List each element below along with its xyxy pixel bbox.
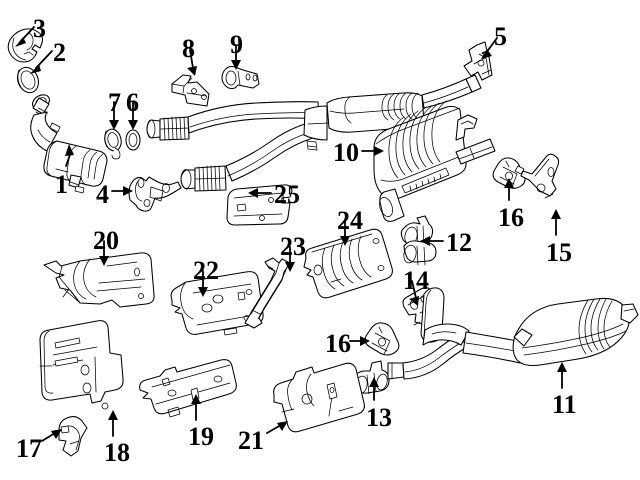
- part-12-clamp: [400, 215, 437, 266]
- part-11-rear-muffler-assembly: [387, 287, 639, 380]
- callout-label-22: 22: [193, 256, 219, 285]
- callout-label-4: 4: [96, 180, 109, 209]
- callout-leaders: [15, 26, 567, 442]
- part-8-bracket: [171, 74, 210, 107]
- part-20-heat-shield: [43, 252, 155, 308]
- callout-label-13: 13: [366, 403, 392, 432]
- callout-label-14: 14: [403, 266, 429, 295]
- part-4-bracket: [128, 176, 182, 212]
- part-17-heat-shield-small: [58, 416, 88, 457]
- callout-label-8: 8: [182, 34, 195, 63]
- callout-label-19: 19: [188, 422, 214, 451]
- callout-label-25: 25: [274, 180, 300, 209]
- callout-label-24: 24: [337, 206, 363, 235]
- callout-label-2: 2: [53, 38, 66, 67]
- callout-label-7: 7: [108, 88, 121, 117]
- part-24-heat-shield: [303, 228, 393, 299]
- callout-label-5: 5: [494, 22, 507, 51]
- part-5-hanger-bracket: [463, 41, 493, 81]
- callout-label-11: 11: [552, 390, 577, 419]
- part-7-clamp: [104, 128, 122, 160]
- callout-label-18: 18: [104, 438, 130, 467]
- callout-label-16b: 16: [325, 329, 351, 358]
- callout-label-17: 17: [16, 434, 42, 463]
- part-22-heat-shield: [170, 271, 264, 336]
- part-16-rubber-mount-right: [492, 157, 526, 189]
- part-6-seal-ring: [125, 129, 141, 151]
- part-21-heat-shield: [273, 362, 365, 433]
- part-10-center-muffler: [373, 100, 496, 222]
- callout-label-10: 10: [333, 138, 359, 167]
- part-23-heat-shield-rail: [244, 257, 291, 329]
- part-15-hanger-bracket: [514, 153, 560, 199]
- part-18-heat-shield: [39, 320, 124, 410]
- part-2-seal-ring: [17, 66, 39, 94]
- callout-label-1: 1: [55, 170, 68, 199]
- callout-label-3: 3: [33, 14, 46, 43]
- callout-label-9: 9: [230, 30, 243, 59]
- callout-label-6: 6: [126, 88, 139, 117]
- callout-label-23: 23: [280, 232, 306, 261]
- callout-label-16: 16: [498, 203, 524, 232]
- part-9-bracket: [221, 65, 260, 90]
- callout-label-12: 12: [446, 228, 472, 257]
- callout-label-20: 20: [93, 226, 119, 255]
- part-1-catalytic-converter: [30, 94, 108, 194]
- callout-label-21: 21: [238, 426, 264, 455]
- callout-label-15: 15: [546, 238, 572, 267]
- part-3-clamp: [7, 28, 44, 63]
- part-19-heat-shield: [139, 359, 237, 418]
- part-16-rubber-mount-left: [364, 322, 400, 356]
